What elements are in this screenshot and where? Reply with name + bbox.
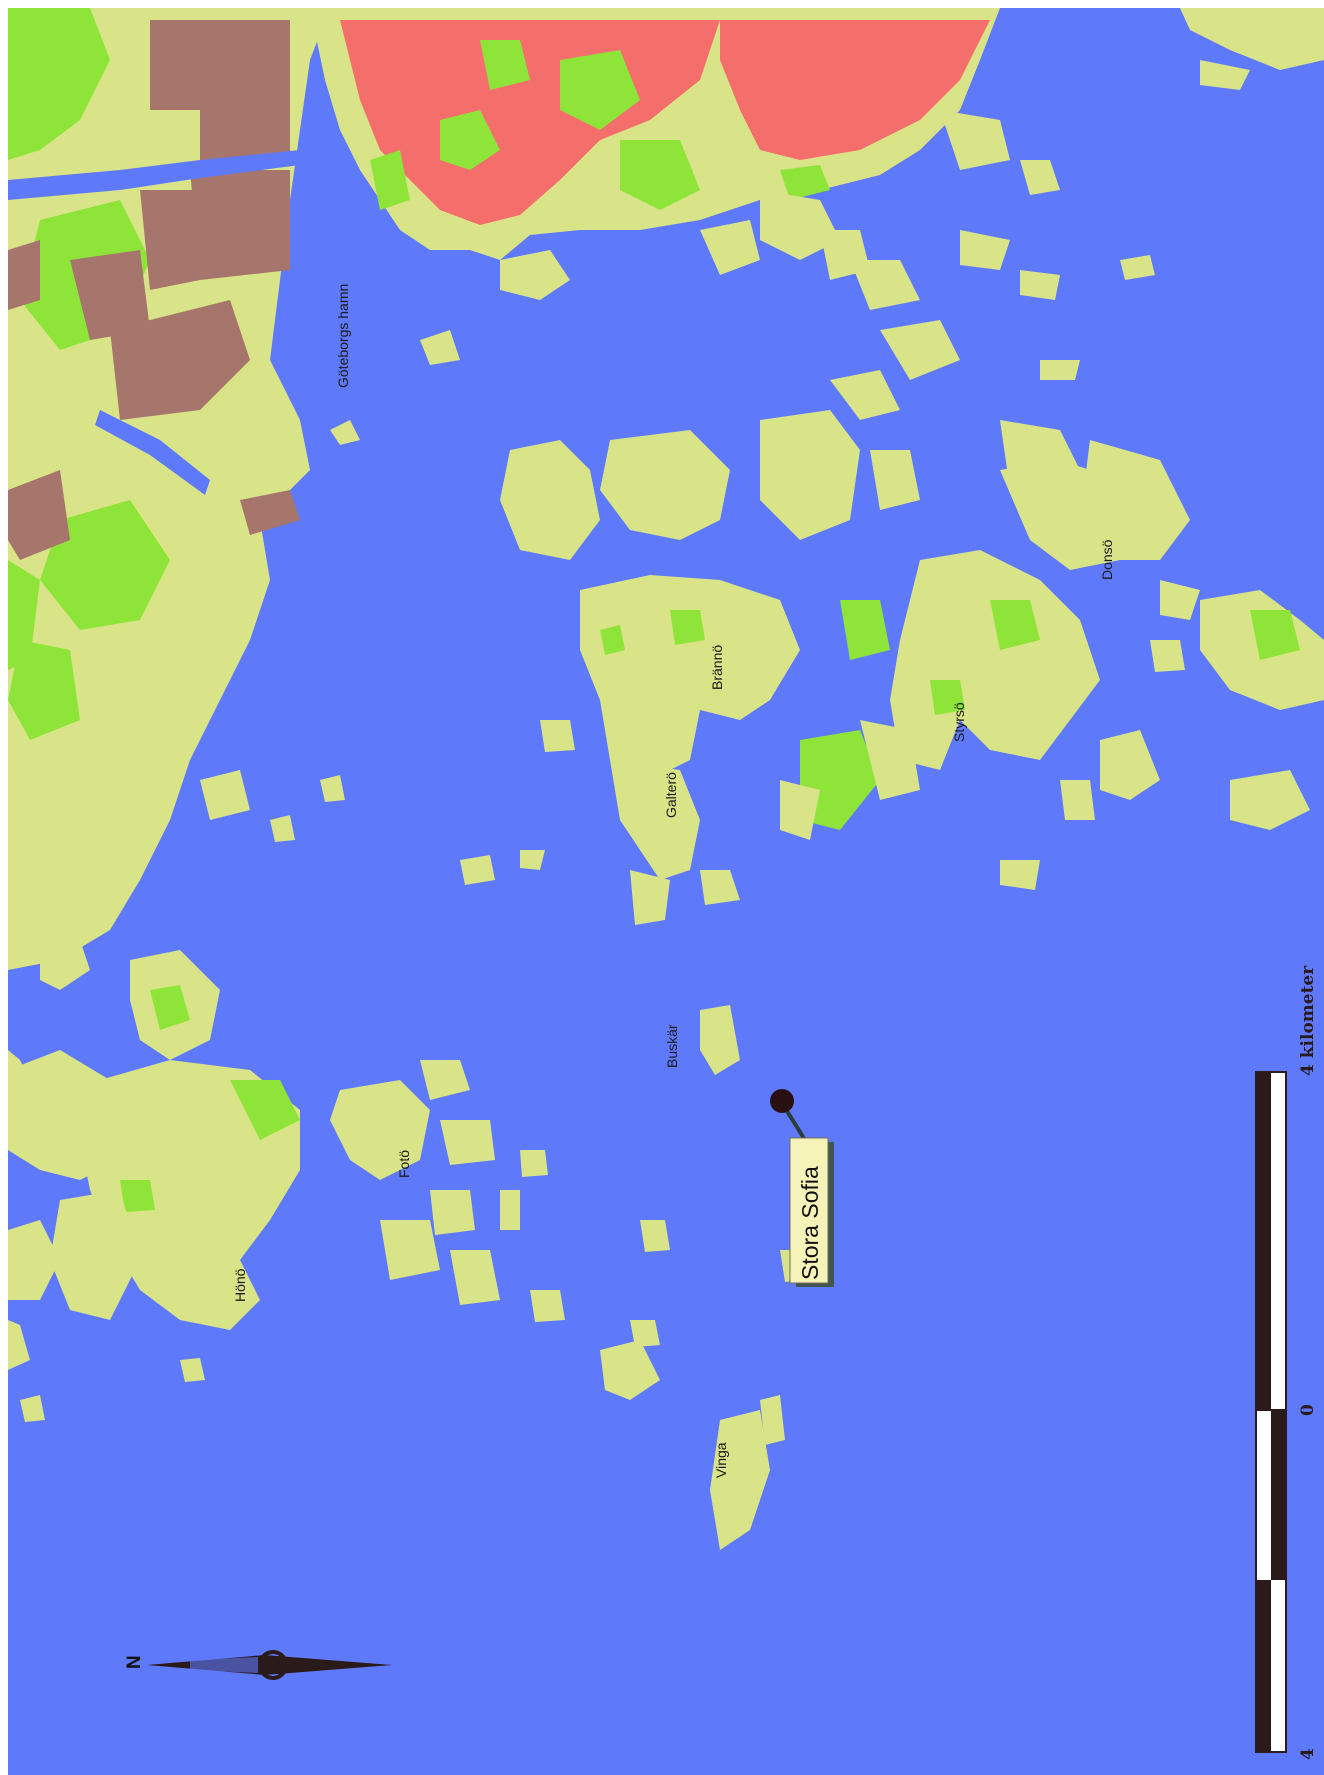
compass-rose-icon <box>147 1650 392 1680</box>
southern-archipelago <box>500 410 1324 925</box>
label-branno: Brännö <box>709 645 725 690</box>
scale-label-zero: 0 <box>1298 1404 1318 1416</box>
scale-label-end: 4 kilometer <box>1298 965 1318 1076</box>
label-buskar: Buskär <box>664 1024 680 1068</box>
label-galtero: Galterö <box>663 772 679 818</box>
scale-bar: 4 kilometer 0 4 <box>1255 965 1318 1760</box>
label-donso: Donsö <box>1099 539 1115 580</box>
islets-north <box>330 110 1155 445</box>
label-vinga: Vinga <box>713 1442 729 1478</box>
callout-label: Stora Sofia <box>797 1166 823 1280</box>
scale-label-start: 4 <box>1298 1748 1318 1760</box>
mainland-north <box>8 8 330 970</box>
scale-segment-1 <box>1256 1072 1271 1410</box>
label-hono: Hönö <box>232 1268 248 1302</box>
wreck-marker-icon[interactable] <box>770 1089 794 1113</box>
callout-box <box>789 1137 829 1284</box>
scale-segment-3 <box>1256 1580 1271 1752</box>
label-styrso: Styrsö <box>951 702 967 742</box>
label-foto: Fotö <box>396 1150 412 1178</box>
western-islands <box>8 770 805 1550</box>
stora-sofia-callout[interactable]: Stora Sofia <box>770 1089 834 1287</box>
north-arrow: N <box>124 1650 392 1680</box>
city-area <box>310 8 1324 260</box>
label-goteborgs-hamn: Göteborgs hamn <box>335 284 351 388</box>
scale-segment-2 <box>1271 1410 1286 1580</box>
north-letter: N <box>124 1655 145 1669</box>
place-labels: Göteborgs hamn Brännö Donsö Styrsö Galte… <box>232 284 1115 1478</box>
